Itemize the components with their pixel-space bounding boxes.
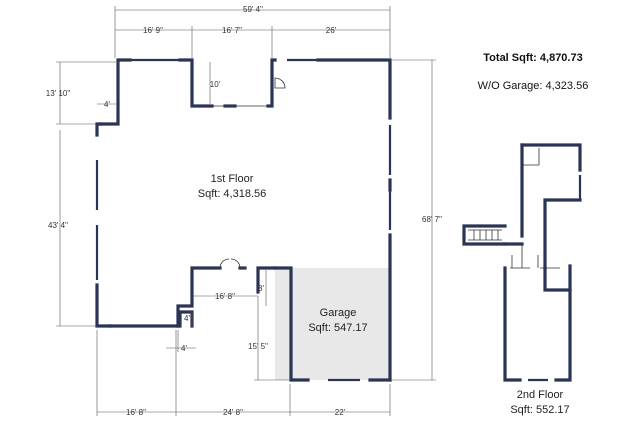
entry-door-icon — [219, 258, 241, 269]
garage-area: Sqft: 547.17 — [308, 322, 367, 334]
dim-step-width: 4' — [181, 344, 187, 353]
dim-notch-depth: 10' — [210, 80, 221, 89]
first-floor-name: 1st Floor — [211, 173, 254, 185]
second-floor-area: Sqft: 552.17 — [510, 404, 569, 416]
dimension-lines — [56, 6, 436, 416]
dim-right-total: 68' 7" — [422, 215, 442, 224]
dim-top-right: 26' — [326, 26, 337, 35]
dim-top-mid: 16' 7" — [222, 26, 242, 35]
dim-left-small: 4' — [104, 100, 110, 109]
dim-bottom-right: 22' — [335, 408, 346, 417]
garage-name: Garage — [320, 307, 357, 319]
dim-top-total: 59' 4" — [243, 5, 263, 14]
dim-entry-depth: 8' — [258, 284, 264, 293]
second-floor-walls — [462, 143, 582, 382]
first-floor-area: Sqft: 4,318.56 — [198, 188, 267, 200]
dim-bottom-mid: 24' 8" — [223, 408, 243, 417]
dim-top-left: 16' 9" — [143, 26, 163, 35]
dim-left-main: 43' 4" — [48, 221, 68, 230]
dim-entry-width: 16' 8" — [215, 292, 235, 301]
dim-bottom-left: 16' 8" — [126, 408, 146, 417]
second-floor-name: 2nd Floor — [517, 389, 564, 401]
without-garage-label: W/O Garage: 4,323.56 — [478, 80, 589, 92]
dim-step-height: 4' — [184, 314, 190, 323]
first-floor-walls — [95, 58, 392, 382]
total-sqft-label: Total Sqft: 4,870.73 — [483, 52, 582, 64]
door-swing-icon — [274, 77, 286, 89]
dim-garage-depth: 15' 5" — [248, 342, 268, 351]
dim-left-upper: 13' 10" — [46, 89, 71, 98]
garage-area — [275, 268, 390, 380]
